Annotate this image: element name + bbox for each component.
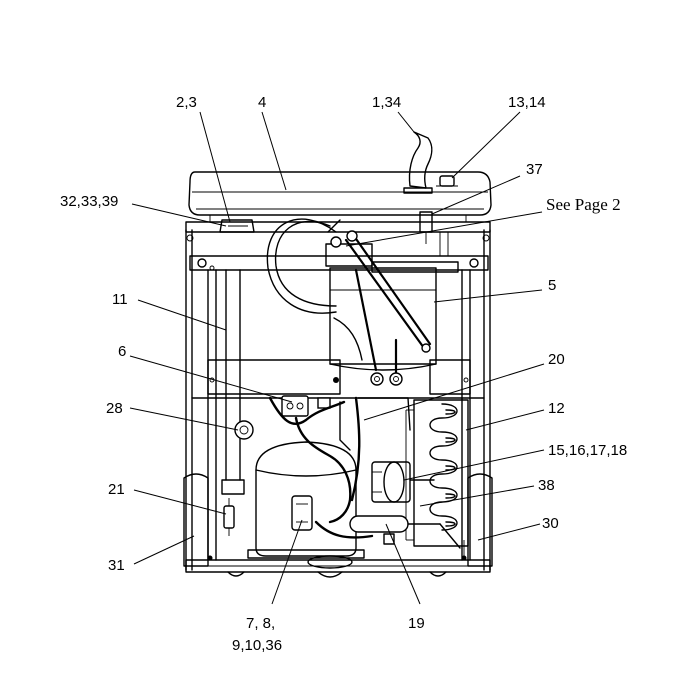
wiring (268, 396, 411, 539)
callout-11: 11 (112, 291, 128, 308)
callout-20: 20 (548, 351, 565, 368)
leader-lines (129, 111, 545, 605)
callout-13-14: 13,14 (508, 94, 546, 111)
callout-1-34: 1,34 (372, 94, 401, 111)
callout-9-10-36: 9,10,36 (232, 637, 282, 654)
callout-28: 28 (106, 400, 123, 417)
condenser (405, 399, 469, 547)
thermostat (281, 377, 339, 417)
push-button (436, 175, 458, 187)
callout-30: 30 (542, 515, 559, 532)
callout-21: 21 (108, 481, 125, 498)
callout-6: 6 (118, 343, 126, 360)
callout-4: 4 (258, 94, 266, 111)
callout-15-16-17-18: 15,16,17,18 (548, 442, 627, 459)
callout-38: 38 (538, 477, 555, 494)
cooling-tank (325, 219, 459, 386)
callout-see-page-2: See Page 2 (546, 195, 621, 214)
side-panels (183, 473, 493, 567)
bubbler (403, 131, 433, 194)
fan-motor (371, 461, 435, 503)
drain-tube (221, 269, 254, 536)
callout-labels: 2,3 4 1,34 13,14 37 32,33,39 See Page 2 … (60, 94, 627, 654)
callout-19: 19 (408, 615, 425, 632)
filter-drier (349, 515, 461, 549)
callout-31: 31 (108, 557, 125, 574)
basin-top (188, 171, 492, 222)
callout-2-3: 2,3 (176, 94, 197, 111)
callout-12: 12 (548, 400, 565, 417)
compressor (247, 441, 365, 569)
callout-5: 5 (548, 277, 556, 294)
callout-37: 37 (526, 161, 543, 178)
callout-32-33-39: 32,33,39 (60, 193, 118, 210)
water-line (219, 211, 449, 361)
callout-7-8: 7, 8, (246, 615, 275, 632)
